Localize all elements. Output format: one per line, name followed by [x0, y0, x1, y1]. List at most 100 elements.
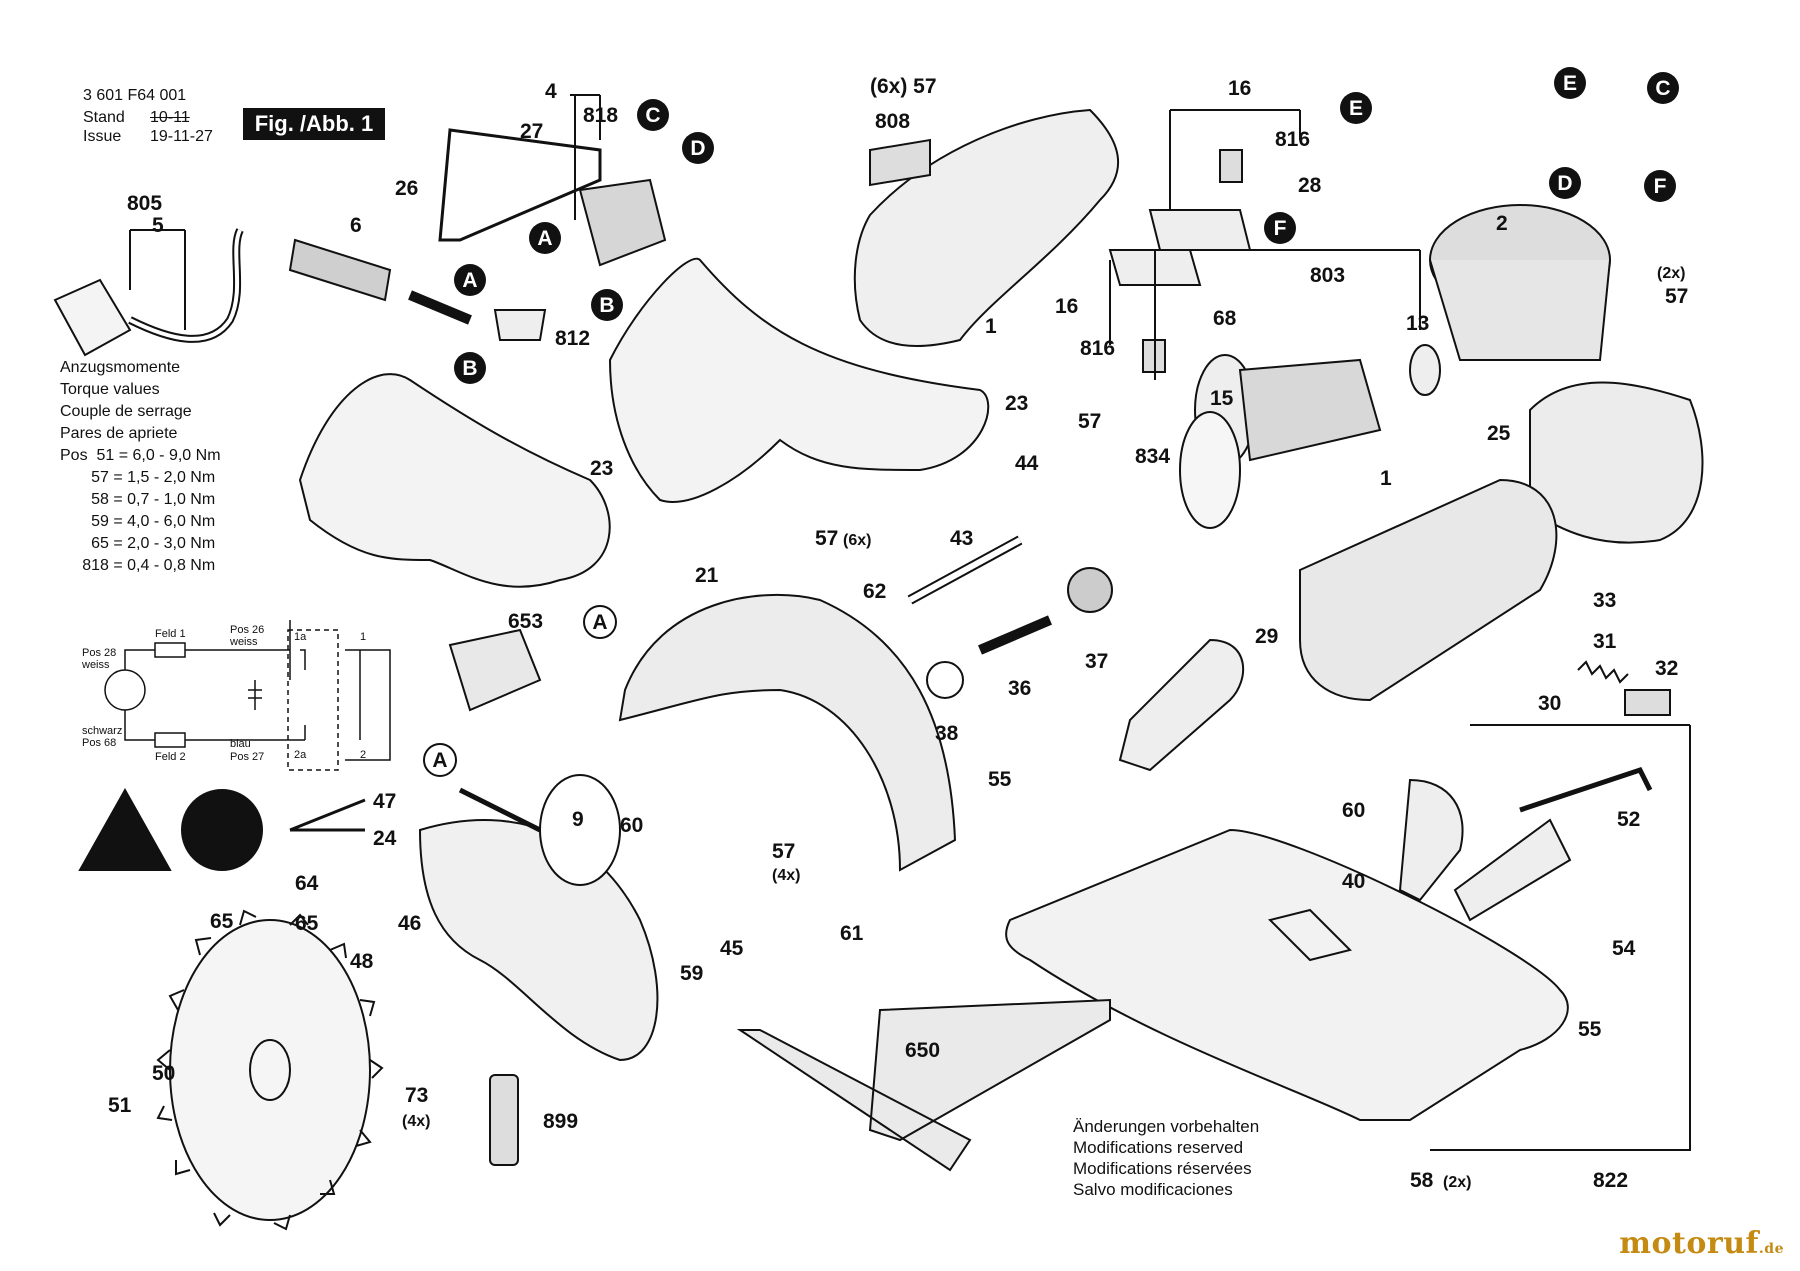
- label-1-top: 1: [985, 315, 997, 338]
- stand-date: 10-11: [150, 109, 190, 126]
- hex-key: [1519, 766, 1653, 813]
- warning-triangle-icon: [78, 787, 172, 871]
- handle-half-right: [608, 257, 990, 503]
- label-68: 68: [1213, 307, 1237, 330]
- wiring-pos28: Pos 28: [82, 647, 116, 659]
- watermark-tld: .de: [1758, 1241, 1784, 1257]
- callout-c-top: C: [645, 104, 660, 127]
- motor-housing: [853, 108, 1119, 347]
- screw-47: [458, 787, 542, 833]
- read-manual-icon: [181, 789, 263, 871]
- wiring-feld2: Feld 2: [155, 751, 186, 763]
- torque-row: 818 = 0,4 - 0,8 Nm: [60, 557, 216, 574]
- torque-row: 65 = 2,0 - 3,0 Nm: [60, 535, 216, 552]
- torque-line: Anzugsmomente: [60, 359, 181, 376]
- callout-d-top: D: [690, 137, 705, 160]
- issue-date: 19-11-27: [150, 128, 213, 145]
- blade-guard: [618, 593, 957, 872]
- label-6: 6: [350, 214, 362, 237]
- label-818: 818: [583, 104, 618, 127]
- wiring-t2a: 2a: [294, 749, 307, 761]
- mains-plug: [53, 228, 244, 357]
- label-6x-bottom: (6x): [843, 532, 871, 549]
- watermark-logo: motoruf.de: [1619, 1226, 1784, 1261]
- callout-d-right: D: [1557, 172, 1572, 195]
- base-plate: [1005, 828, 1569, 1121]
- torque-table: Anzugsmomente Torque values Couple de se…: [60, 357, 221, 577]
- label-653: 653: [508, 610, 543, 633]
- callout-e-top: E: [1349, 97, 1363, 120]
- brush-plate-1: [1148, 209, 1252, 251]
- clip-812: [493, 309, 547, 341]
- label-13: 13: [1406, 312, 1429, 335]
- lower-guard: [418, 819, 659, 1062]
- callout-a-4: A: [432, 749, 447, 772]
- switch-body: [578, 178, 667, 267]
- label-57-6x-bottom: 57: [815, 527, 838, 550]
- label-57-bottom: 57: [772, 840, 795, 863]
- figure-label: Fig. /Abb. 1: [243, 108, 385, 140]
- label-46: 46: [398, 912, 421, 935]
- label-16-top: 16: [1228, 77, 1251, 100]
- callout-a-2: A: [462, 269, 477, 292]
- part-653: [448, 628, 542, 712]
- wiring-blau: blau: [230, 738, 251, 750]
- torque-row: Pos 51 = 6,0 - 9,0 Nm: [60, 447, 221, 464]
- label-57-mid: 57: [1078, 410, 1101, 433]
- watermark-name: motoruf: [1619, 1226, 1759, 1261]
- note-line: Salvo modificaciones: [1073, 1180, 1233, 1199]
- label-45: 45: [720, 937, 744, 960]
- label-40: 40: [1342, 870, 1365, 893]
- wiring-t2: 2: [360, 749, 366, 761]
- label-58: 58: [1410, 1169, 1434, 1192]
- label-1-bottom: 1: [1380, 467, 1392, 490]
- label-21: 21: [695, 564, 719, 587]
- modification-notes: Änderungen vorbehalten Modifications res…: [1073, 1116, 1259, 1200]
- label-816-top: 816: [1275, 128, 1310, 151]
- fan: [1179, 411, 1241, 529]
- label-2: 2: [1496, 212, 1508, 235]
- label-31: 31: [1593, 630, 1617, 653]
- label-9: 9: [572, 808, 584, 831]
- note-line: Änderungen vorbehalten: [1073, 1117, 1260, 1136]
- callout-a-3: A: [592, 611, 607, 634]
- label-65-bottom: 65: [295, 912, 319, 935]
- label-60-left: 60: [620, 814, 643, 837]
- label-803: 803: [1310, 264, 1345, 287]
- label-44: 44: [1015, 452, 1039, 475]
- label-24: 24: [373, 827, 397, 850]
- label-59: 59: [680, 962, 703, 985]
- label-37: 37: [1085, 650, 1108, 673]
- lever: [1453, 818, 1572, 922]
- label-805: 805: [127, 192, 162, 215]
- leader-16a: [1169, 109, 1301, 210]
- label-54: 54: [1612, 937, 1636, 960]
- motor-cover: [1529, 381, 1704, 544]
- arrow-47: [289, 798, 366, 832]
- leader-805: [129, 229, 186, 330]
- spindle: [978, 615, 1052, 655]
- callout-a-1: A: [537, 227, 552, 250]
- callout-f-mid: F: [1274, 217, 1287, 240]
- leader-822: [1430, 724, 1691, 1151]
- wiring-weiss-left: weiss: [81, 659, 110, 671]
- wiring-pos27: Pos 27: [230, 751, 264, 763]
- wiring-pos68: Pos 68: [82, 737, 116, 749]
- label-64: 64: [295, 872, 319, 895]
- wiring-pos26: Pos 26: [230, 624, 264, 636]
- label-4x-b: (4x): [402, 1113, 430, 1130]
- label-23-right: 23: [1005, 392, 1028, 415]
- saw-blade: [156, 909, 384, 1231]
- label-47: 47: [373, 790, 396, 813]
- grease-tube: [489, 1074, 519, 1166]
- callout-c-right: C: [1655, 77, 1670, 100]
- gear-37: [1067, 567, 1113, 613]
- label-57-6x-top: (6x) 57: [870, 75, 937, 98]
- callout-markers: [423, 67, 1679, 777]
- label-60-right: 60: [1342, 799, 1365, 822]
- label-73: 73: [405, 1084, 428, 1107]
- base-plate-slot: [1268, 908, 1352, 962]
- label-33: 33: [1593, 589, 1616, 612]
- wiring-feld1: Feld 1: [155, 628, 186, 640]
- label-812: 812: [555, 327, 590, 350]
